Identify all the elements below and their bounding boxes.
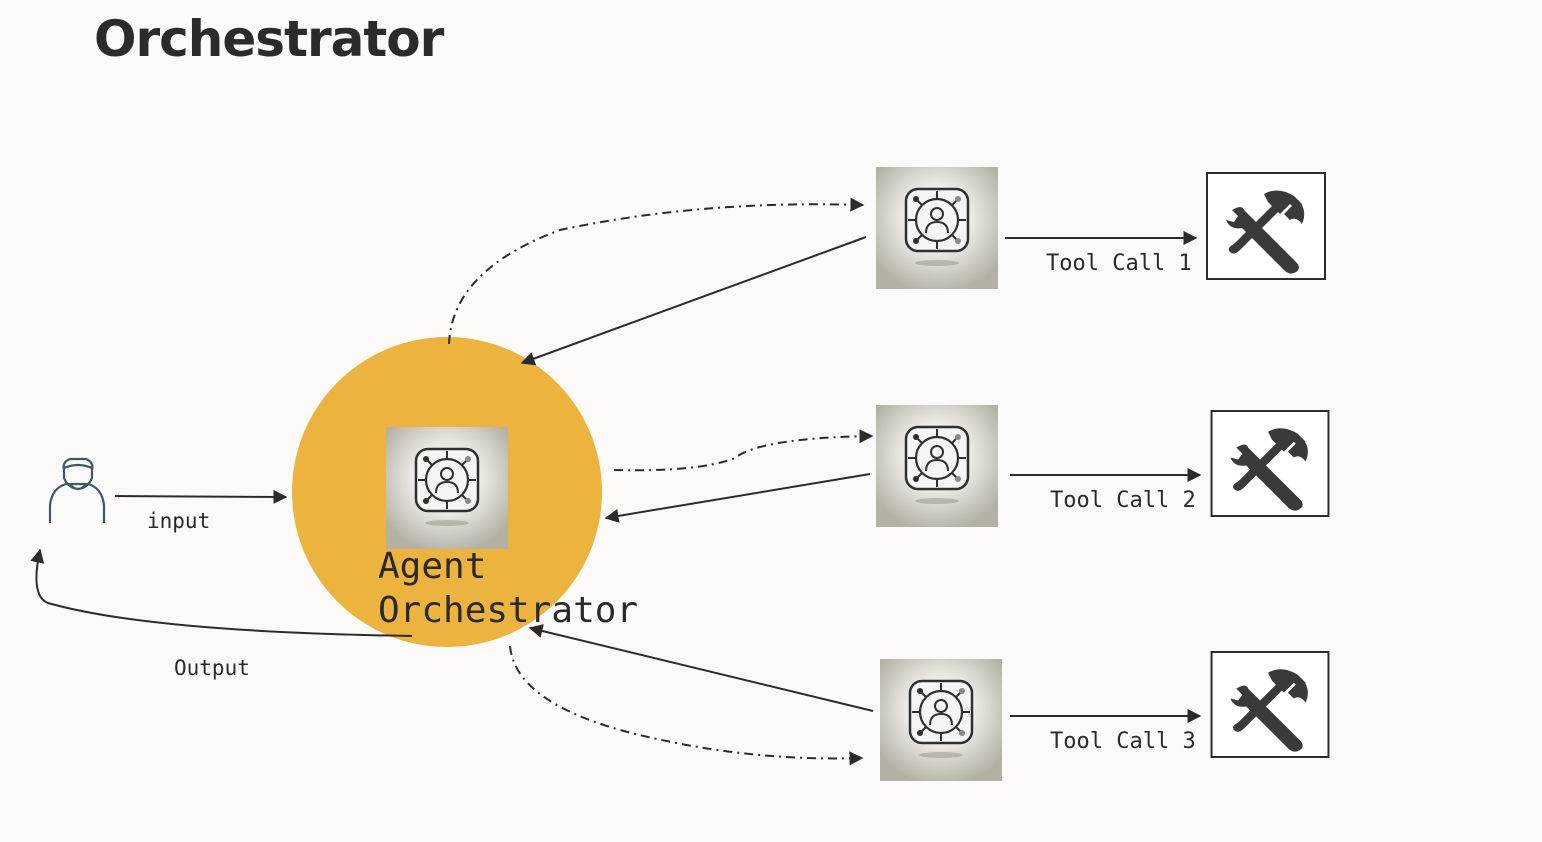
tool-1-icon <box>1206 172 1326 280</box>
agent-2-icon <box>876 405 998 527</box>
agent-1-icon <box>876 167 998 289</box>
dispatch-arrow-1 <box>448 197 865 345</box>
user-icon <box>48 457 106 523</box>
return-arrow-2 <box>604 473 871 523</box>
orchestrator-agent-icon <box>386 427 508 549</box>
return-arrow-1 <box>520 236 867 366</box>
tool-3-icon <box>1210 651 1330 758</box>
dispatch-arrow-2 <box>613 429 874 472</box>
page-title: Orchestrator <box>94 10 444 68</box>
dispatch-arrow-3 <box>509 645 864 766</box>
output-arrow <box>30 548 413 637</box>
orchestrator-label-line1: Agent <box>378 546 486 587</box>
orchestrator-label-line2: Orchestrator <box>378 590 638 631</box>
tool-2-icon <box>1210 410 1330 517</box>
tool-call-label-1: Tool Call 1 <box>1046 251 1192 276</box>
return-arrow-3 <box>528 624 874 712</box>
input-label: input <box>147 509 210 533</box>
agent-3-icon <box>880 659 1002 781</box>
input-arrow <box>114 489 288 504</box>
tool-call-label-3: Tool Call 3 <box>1050 729 1196 754</box>
tool-call-label-2: Tool Call 2 <box>1050 488 1196 513</box>
output-label: Output <box>174 656 250 680</box>
